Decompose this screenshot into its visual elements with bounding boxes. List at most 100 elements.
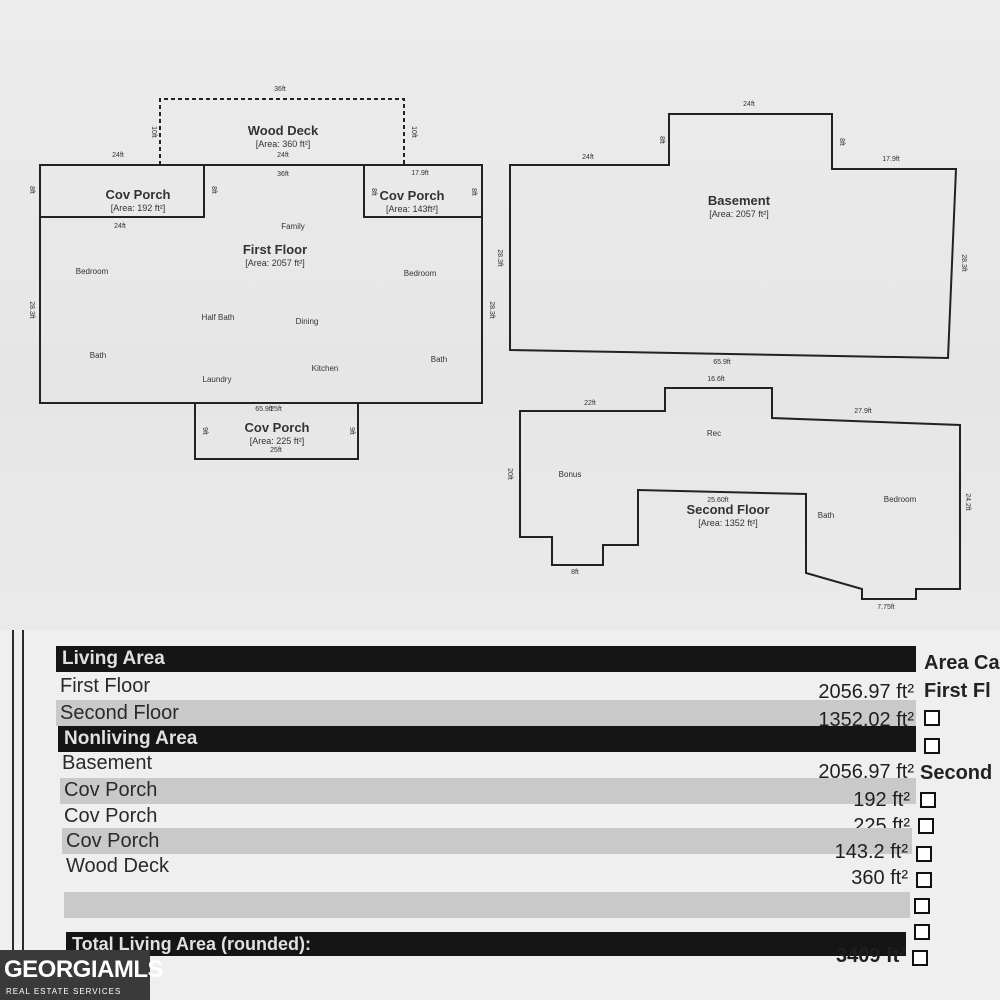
room-label: Bath [431,355,447,364]
total-living-area-row: Total Living Area (rounded): [66,932,906,956]
row-checkbox[interactable] [914,924,930,940]
second-floor-dim-left-top: 22ft [584,400,596,407]
row-checkbox[interactable] [924,738,940,754]
basement-outline [509,113,958,360]
room-label: Bonus [559,470,582,479]
room-label: Half Bath [202,313,235,322]
second-floor-outline [519,387,961,600]
table-row-band [62,828,912,854]
row-label-basement: Basement [62,752,153,774]
row-label-cov-porch: Cov Porch [66,830,160,852]
row-checkbox[interactable] [924,710,940,726]
cov-porch-left-dim-left: 8ft [28,186,35,194]
living-area-header: Living Area [56,646,916,672]
row-value-cov-porch: 192 ft² [853,789,910,811]
room-label: Dining [296,317,319,326]
second-floor-dim-left: 20ft [506,468,513,480]
cov-porch-left-dim-right: 8ft [210,186,217,194]
cov-porch-bottom-dim-left: 9ft [201,427,208,435]
wood-deck-dim-top: 36ft [274,86,286,93]
cov-porch-right-area: [Area: 143ft²] [386,204,438,214]
logo-name: GEORGIAMLS [4,956,164,983]
second-floor-area: [Area: 1352 ft²] [698,518,758,528]
first-floor-dim-bottom: 65.9ft [255,406,273,413]
basement-dim-left: 28.3ft [496,249,503,267]
row-value-cov-porch: 143.2 ft² [834,841,908,863]
table-row-band [56,700,916,726]
row-value-second-floor: 1352.02 ft² [818,709,914,731]
row-checkbox[interactable] [916,872,932,888]
wood-deck-title: Wood Deck [248,123,319,138]
first-floor-dim-left: 28.3ft [28,301,35,319]
area-calc-header: Area Ca [924,652,1000,674]
room-label: Bedroom [76,267,109,276]
row-value-wood-deck: 360 ft² [851,867,908,889]
row-label-second-floor: Second Floor [60,702,179,724]
second-floor-dim-bottom-left: 8ft [571,569,579,576]
row-checkbox[interactable] [916,846,932,862]
logo-tagline: REAL ESTATE SERVICES [6,987,122,996]
cov-porch-left-title: Cov Porch [105,187,170,202]
second-floor-dim-right-top: 27.9ft [854,408,872,415]
georgia-mls-logo: GEORGIAMLS REAL ESTATE SERVICES [0,950,164,1000]
room-label: Family [281,222,305,231]
row-label-cov-porch: Cov Porch [64,779,158,801]
row-label-cov-porch: Cov Porch [64,805,158,827]
first-floor-dim-right: 28.3ft [488,301,495,319]
wood-deck-dim-left: 10ft [150,126,157,138]
wood-deck-dim-inner: 24ft [277,152,289,159]
cov-porch-bottom-outline [194,403,359,460]
cov-porch-bottom-title: Cov Porch [244,420,309,435]
area-calc-first-floor: First Fl [924,680,991,702]
row-checkbox[interactable] [912,950,928,966]
row-checkbox[interactable] [920,792,936,808]
cov-porch-bottom-dim-right: 9ft [348,427,355,435]
area-calc-second: Second [920,762,993,784]
basement-dim-left-top: 24ft [582,154,594,161]
room-label: Bath [90,351,106,360]
cov-porch-bottom-area: [Area: 225 ft²] [250,436,305,446]
basement-dim-right: 28.3ft [960,254,967,272]
room-label: Bedroom [404,269,437,278]
floor-plan-drawing: 36ft 10ft 10ft Wood Deck [Area: 360 ft²]… [0,0,1000,630]
first-floor-area: [Area: 2057 ft²] [245,258,305,268]
cov-porch-right-title: Cov Porch [379,188,444,203]
cov-porch-right-dim-top: 17.9ft [411,170,429,177]
room-label: Bath [818,511,834,520]
cov-porch-left-dim-top: 24ft [112,152,124,159]
window-border [12,630,14,1000]
basement-dim-right-top: 17.9ft [882,156,900,163]
row-label-first-floor: First Floor [60,675,150,697]
cov-porch-right-dim-left: 8ft [370,188,377,196]
cov-porch-right-dim-right: 8ft [470,188,477,196]
table-row-band [64,892,910,918]
table-row-band [60,778,916,804]
wood-deck-area: [Area: 360 ft²] [256,139,311,149]
room-label: Bedroom [884,495,917,504]
row-checkbox[interactable] [918,818,934,834]
room-label: Rec [707,429,721,438]
first-floor-title: First Floor [243,242,307,257]
second-floor-dim-top: 16.6ft [707,376,725,383]
wood-deck-dim-right: 10ft [410,126,417,138]
window-border [22,630,24,1000]
cov-porch-left-dim-bottom: 24ft [114,223,126,230]
row-label-wood-deck: Wood Deck [66,855,170,877]
room-label: Laundry [203,375,232,384]
cov-porch-left-area: [Area: 192 ft²] [111,203,166,213]
total-living-area-value: 3409 ft² [835,945,906,967]
basement-dim-bottom: 65.9ft [713,359,731,366]
first-floor-outline [39,164,483,404]
row-value-basement: 2056.97 ft² [818,761,914,783]
cov-porch-bottom-dim-top: 25ft [270,406,282,413]
row-value-first-floor: 2056.97 ft² [818,681,914,703]
first-floor-dim-top: 36ft [277,171,289,178]
basement-dim-notch: 8ft [838,138,845,146]
basement-dim-notch: 8ft [658,136,665,144]
nonliving-area-header: Nonliving Area [58,726,916,752]
row-checkbox[interactable] [914,898,930,914]
second-floor-dim-inner: 25.60ft [707,497,728,504]
basement-dim-top: 24ft [743,101,755,108]
basement-area: [Area: 2057 ft²] [709,209,769,219]
basement-title: Basement [708,193,771,208]
